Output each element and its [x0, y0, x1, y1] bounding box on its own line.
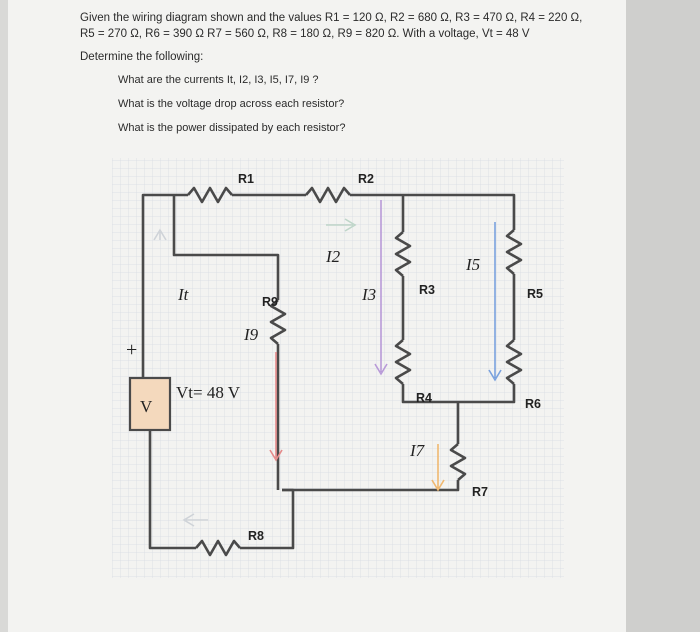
source-voltage-label: Vt= 48 V	[176, 383, 241, 402]
voltage-source	[128, 376, 172, 432]
question-voltage-drop: What is the voltage drop across each res…	[118, 98, 345, 110]
label-current-it: It	[177, 285, 190, 304]
circuit-wires	[141, 186, 523, 557]
label-r3: R3	[419, 283, 435, 297]
question-currents: What are the currents It, I2, I3, I5, I7…	[118, 74, 319, 86]
label-current-i3: I3	[361, 285, 376, 304]
label-r7: R7	[472, 485, 488, 499]
label-r1: R1	[238, 172, 254, 186]
label-r8: R8	[248, 529, 264, 543]
source-plus-sign: +	[126, 339, 137, 361]
label-current-i5: I5	[465, 255, 480, 274]
question-power: What is the power dissipated by each res…	[118, 122, 346, 134]
label-r6: R6	[525, 397, 541, 411]
background-shade	[626, 0, 700, 632]
label-r9: R9	[262, 295, 278, 309]
grid-background	[112, 158, 564, 578]
label-current-i9: I9	[243, 325, 259, 344]
label-r2: R2	[358, 172, 374, 186]
problem-statement-line-2: R5 = 270 Ω, R6 = 390 Ω R7 = 560 Ω, R8 = …	[80, 28, 530, 40]
determine-heading: Determine the following:	[80, 51, 204, 63]
label-r4: R4	[416, 391, 432, 405]
problem-statement-line-1: Given the wiring diagram shown and the v…	[80, 12, 583, 24]
label-r5: R5	[527, 287, 543, 301]
wiring-diagram: V + Vt= 48 V R1 R2 R3 R4 R5 R6 R7 R8 R9 …	[112, 158, 564, 578]
current-arrows	[153, 200, 502, 527]
source-symbol: V	[140, 397, 153, 416]
label-current-i2: I2	[325, 247, 341, 266]
label-current-i7: I7	[409, 441, 426, 460]
document-page: Given the wiring diagram shown and the v…	[8, 0, 626, 632]
